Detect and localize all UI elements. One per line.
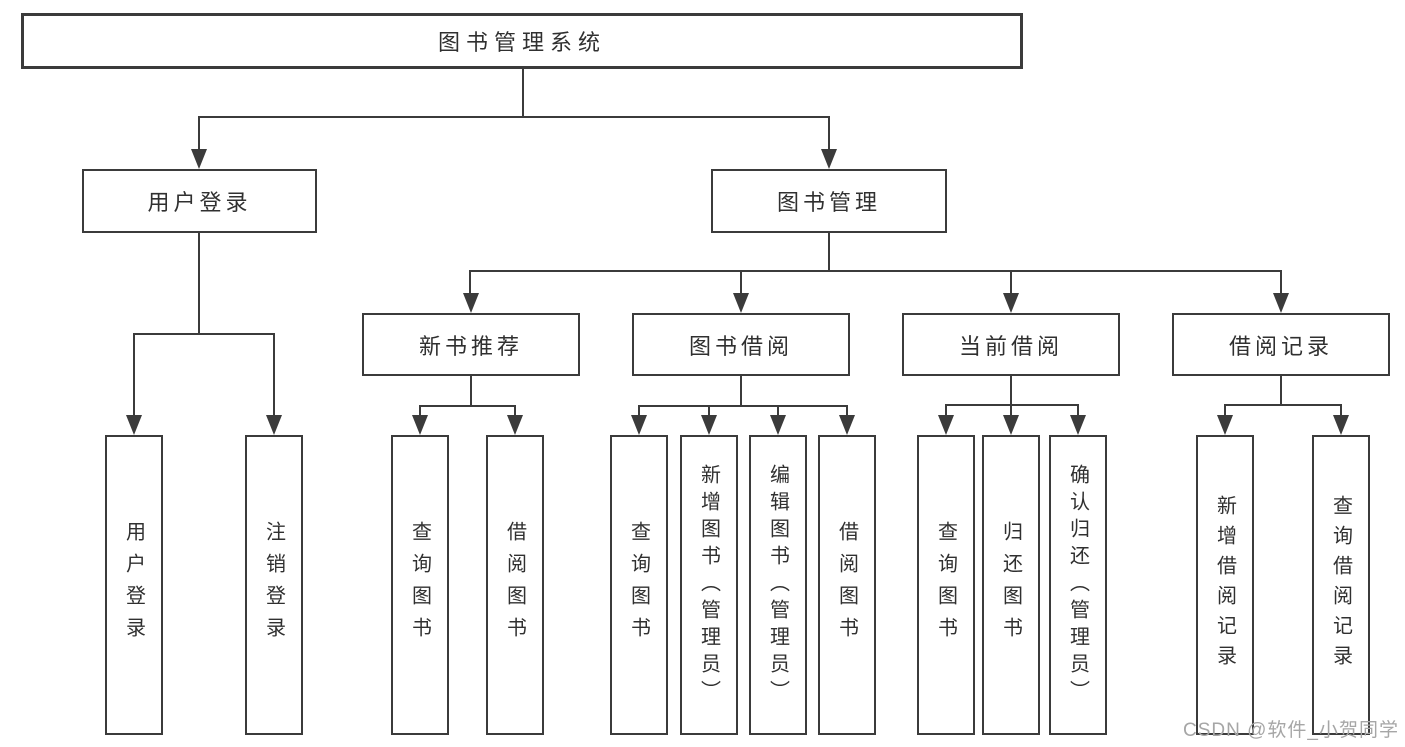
connector-line xyxy=(198,233,200,335)
arrowhead-down-icon xyxy=(1003,415,1019,435)
node-records: 借阅记录 xyxy=(1172,313,1390,376)
node-records-1: 新增借阅记录 xyxy=(1196,435,1254,735)
node-borrow-4: 借阅图书 xyxy=(818,435,876,735)
node-label-borrow-3: 编辑图书（管理员） xyxy=(766,463,789,707)
connector-line xyxy=(419,405,516,407)
arrowhead-down-icon xyxy=(701,415,717,435)
node-borrow-3: 编辑图书（管理员） xyxy=(749,435,807,735)
node-label-borrow-1: 查询图书 xyxy=(627,521,650,649)
arrowhead-down-icon xyxy=(733,293,749,313)
connector-line xyxy=(133,333,135,417)
node-rec-1: 查询图书 xyxy=(391,435,449,735)
node-label-root: 图书管理系统 xyxy=(437,30,606,55)
connector-line xyxy=(469,270,1282,272)
node-label-current-1: 查询图书 xyxy=(934,521,957,649)
node-label-login-2: 注销登录 xyxy=(262,521,285,649)
node-login: 用户登录 xyxy=(82,169,317,233)
connector-line xyxy=(777,405,779,418)
arrowhead-down-icon xyxy=(191,149,207,169)
node-borrow: 图书借阅 xyxy=(632,313,850,376)
arrowhead-down-icon xyxy=(1273,293,1289,313)
arrowhead-down-icon xyxy=(631,415,647,435)
connector-line xyxy=(740,270,742,296)
node-label-current-2: 归还图书 xyxy=(999,521,1022,649)
node-mgmt: 图书管理 xyxy=(711,169,947,233)
arrowhead-down-icon xyxy=(126,415,142,435)
connector-line xyxy=(522,69,524,117)
connector-line xyxy=(469,270,471,296)
arrowhead-down-icon xyxy=(463,293,479,313)
arrowhead-down-icon xyxy=(507,415,523,435)
node-label-current-3: 确认归还（管理员） xyxy=(1066,463,1089,707)
node-login-1: 用户登录 xyxy=(105,435,163,735)
node-current-2: 归还图书 xyxy=(982,435,1040,735)
node-current-1: 查询图书 xyxy=(917,435,975,735)
node-login-2: 注销登录 xyxy=(245,435,303,735)
node-label-rec-2: 借阅图书 xyxy=(503,521,526,649)
connector-line xyxy=(846,405,848,418)
arrowhead-down-icon xyxy=(1217,415,1233,435)
node-label-records-1: 新增借阅记录 xyxy=(1213,495,1236,675)
arrowhead-down-icon xyxy=(821,149,837,169)
connector-line xyxy=(198,116,830,118)
connector-line xyxy=(1010,376,1012,406)
node-current: 当前借阅 xyxy=(902,313,1120,376)
arrowhead-down-icon xyxy=(266,415,282,435)
connector-line xyxy=(514,405,516,418)
connector-line xyxy=(1224,404,1342,406)
connector-line xyxy=(1224,404,1226,418)
connector-line xyxy=(740,376,742,407)
connector-line xyxy=(945,404,947,418)
connector-line xyxy=(828,116,830,152)
node-borrow-2: 新增图书（管理员） xyxy=(680,435,738,735)
connector-line xyxy=(828,233,830,272)
connector-line xyxy=(470,376,472,407)
connector-line xyxy=(1077,404,1079,418)
arrowhead-down-icon xyxy=(839,415,855,435)
connector-line xyxy=(1010,270,1012,296)
connector-line xyxy=(133,333,275,335)
node-label-login: 用户登录 xyxy=(147,190,252,215)
node-label-borrow-2: 新增图书（管理员） xyxy=(697,463,720,707)
connector-line xyxy=(638,405,848,407)
node-label-records-2: 查询借阅记录 xyxy=(1329,495,1352,675)
arrowhead-down-icon xyxy=(1070,415,1086,435)
node-label-mgmt: 图书管理 xyxy=(776,190,881,215)
arrowhead-down-icon xyxy=(938,415,954,435)
connector-line xyxy=(708,405,710,418)
connector-line xyxy=(1010,404,1012,418)
connector-line xyxy=(945,404,1079,406)
arrowhead-down-icon xyxy=(1003,293,1019,313)
node-label-login-1: 用户登录 xyxy=(122,521,145,649)
node-records-2: 查询借阅记录 xyxy=(1312,435,1370,735)
arrowhead-down-icon xyxy=(770,415,786,435)
node-rec-2: 借阅图书 xyxy=(486,435,544,735)
node-label-rec-1: 查询图书 xyxy=(408,521,431,649)
connector-line xyxy=(1280,376,1282,406)
connector-line xyxy=(419,405,421,418)
node-label-borrow-4: 借阅图书 xyxy=(835,521,858,649)
node-borrow-1: 查询图书 xyxy=(610,435,668,735)
connector-line xyxy=(198,116,200,152)
connector-line xyxy=(1340,404,1342,418)
node-rec: 新书推荐 xyxy=(362,313,580,376)
arrowhead-down-icon xyxy=(412,415,428,435)
node-root: 图书管理系统 xyxy=(21,13,1023,69)
node-label-rec: 新书推荐 xyxy=(418,333,523,359)
node-current-3: 确认归还（管理员） xyxy=(1049,435,1107,735)
node-label-borrow: 图书借阅 xyxy=(688,333,793,359)
arrowhead-down-icon xyxy=(1333,415,1349,435)
node-label-current: 当前借阅 xyxy=(958,333,1063,359)
connector-line xyxy=(273,333,275,417)
node-label-records: 借阅记录 xyxy=(1228,333,1333,359)
watermark: CSDN @软件_小贺同学 xyxy=(1183,720,1399,741)
connector-line xyxy=(1280,270,1282,296)
connector-line xyxy=(638,405,640,418)
